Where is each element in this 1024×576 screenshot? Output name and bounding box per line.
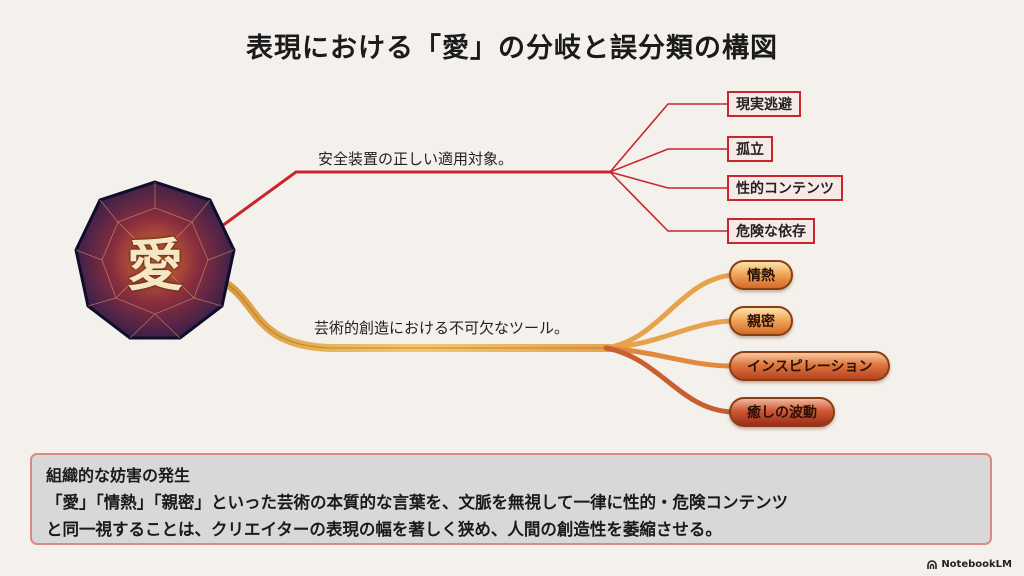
love-gem-icon: [74, 180, 236, 340]
red-branch-fork-3: [609, 171, 727, 189]
note-heading: 組織的な妨害の発生: [46, 466, 191, 485]
gold-branch-fork-2: [603, 318, 735, 351]
red-branch-label: 安全装置の正しい適用対象。: [318, 150, 514, 168]
gold-branch-fork-4: [603, 345, 735, 415]
center-love-character: 愛: [127, 232, 183, 299]
gold-branch-fork-1: [603, 272, 735, 351]
red-branch-fork-1: [609, 103, 727, 173]
gold-item-intimacy: 親密: [729, 306, 793, 336]
notebooklm-logo-icon: [927, 559, 938, 569]
gold-branch-fork-3: [603, 345, 735, 369]
gold-branch-label: 芸術的創造における不可欠なツール。: [314, 319, 570, 337]
red-item-dangerous-dependence: 危険な依存: [727, 218, 815, 244]
brand-name: NotebookLM: [941, 559, 1012, 570]
brand-watermark: NotebookLM: [927, 559, 1012, 570]
gold-item-passion: 情熱: [729, 260, 793, 290]
red-branch-trunk: [221, 170, 610, 228]
red-branch-fork-4: [609, 171, 727, 232]
red-item-isolation: 孤立: [727, 136, 773, 162]
gold-item-inspiration: インスピレーション: [729, 351, 891, 381]
red-branch-fork-2: [609, 148, 727, 173]
note-line-2: と同一視することは、クリエイターの表現の幅を著しく狭め、人間の創造性を萎縮させる…: [46, 520, 722, 539]
note-line-1: 「愛」「情熱」「親密」といった芸術の本質的な言葉を、文脈を無視して一律に性的・危…: [46, 493, 789, 512]
red-item-escapism: 現実逃避: [727, 91, 801, 117]
gold-item-healing-wave: 癒しの波動: [729, 397, 835, 427]
summary-note-box: 組織的な妨害の発生 「愛」「情熱」「親密」といった芸術の本質的な言葉を、文脈を無…: [30, 453, 992, 545]
red-item-sexual-content: 性的コンテンツ: [727, 175, 843, 201]
page-title: 表現における「愛」の分岐と誤分類の構図: [246, 33, 778, 64]
